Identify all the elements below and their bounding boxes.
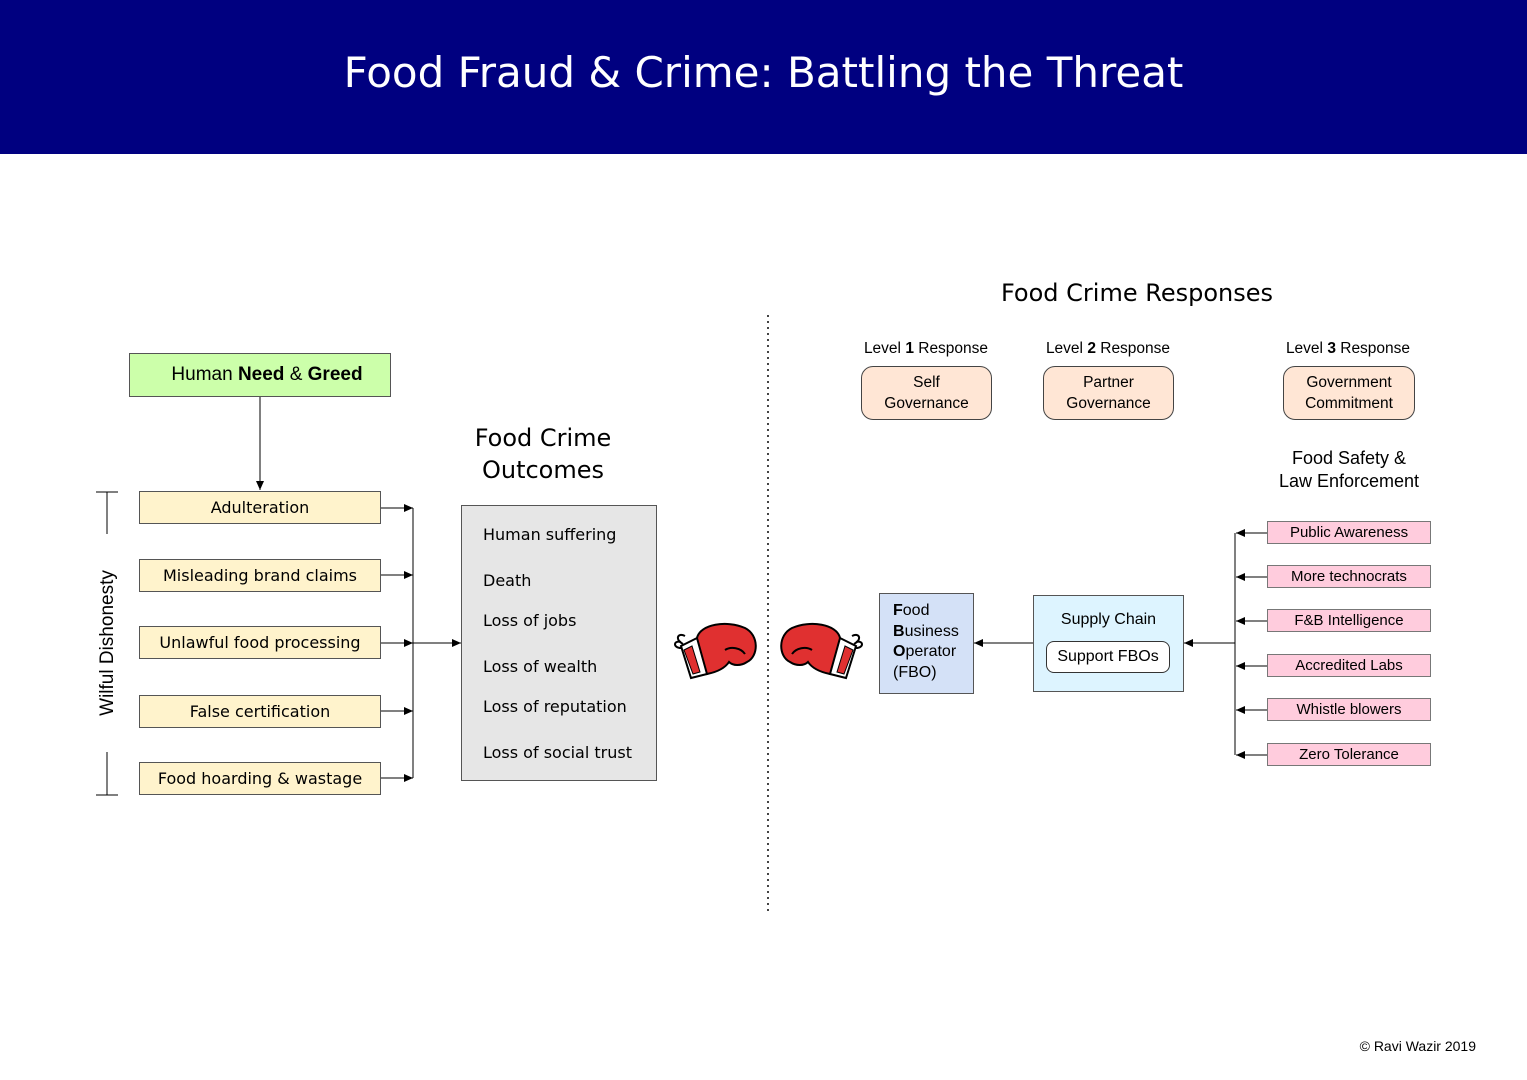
enforcement-line2: Law Enforcement	[1278, 471, 1420, 491]
level-1-post: Response	[913, 340, 989, 357]
partner-governance-line1: Partner	[1083, 374, 1134, 391]
fbo-line3: Operator	[893, 642, 973, 663]
fbo-line1: Food	[893, 601, 973, 622]
level-1-num: 1	[905, 340, 914, 357]
outcomes-title-line1: Food Crime	[474, 424, 612, 452]
level-3-pre: Level	[1285, 340, 1328, 357]
partner-governance-box: Partner Governance	[1043, 366, 1174, 420]
government-commitment-box: Government Commitment	[1283, 366, 1415, 420]
copyright: © Ravi Wazir 2019	[1359, 1038, 1476, 1054]
response-whistle-blowers: Whistle blowers	[1267, 698, 1431, 721]
outcome-item: Human suffering	[483, 525, 617, 544]
level-1-label: Level 1 Response	[846, 340, 1006, 358]
cause-unlawful-food-processing: Unlawful food processing	[139, 626, 381, 659]
root-amp: &	[284, 364, 308, 385]
enforcement-line1: Food Safety &	[1291, 448, 1407, 468]
level-3-post: Response	[1335, 340, 1411, 357]
outcome-item: Death	[483, 571, 532, 590]
partner-governance-line2: Governance	[1066, 395, 1151, 412]
supply-chain-box: Supply Chain Support FBOs	[1033, 595, 1184, 692]
response-more-technocrats: More technocrats	[1267, 565, 1431, 588]
header-banner: Food Fraud & Crime: Battling the Threat	[0, 0, 1527, 154]
fbo-l1-bold: F	[893, 602, 903, 619]
response-zero-tolerance: Zero Tolerance	[1267, 743, 1431, 766]
root-need: Need	[237, 364, 285, 385]
cause-misleading-brand-claims: Misleading brand claims	[139, 559, 381, 592]
supply-chain-title: Supply Chain	[1060, 611, 1157, 628]
fbo-l1-rest: ood	[902, 602, 930, 619]
cause-false-certification: False certification	[139, 695, 381, 728]
outcome-item: Loss of reputation	[483, 697, 627, 716]
level-2-pre: Level	[1045, 340, 1088, 357]
fbo-box: Food Business Operator (FBO)	[879, 593, 974, 694]
wilful-dishonesty-label: Wilful Dishonesty	[97, 570, 118, 716]
support-fbos-box: Support FBOs	[1046, 641, 1170, 673]
fbo-l3-rest: perator	[905, 643, 957, 660]
outcome-item: Loss of wealth	[483, 657, 598, 676]
outcomes-title: Food Crime Outcomes	[443, 422, 643, 486]
level-1-pre: Level	[863, 340, 906, 357]
outcome-item: Loss of jobs	[483, 611, 577, 630]
fbo-line4: (FBO)	[893, 663, 937, 681]
government-commitment-line1: Government	[1306, 374, 1392, 391]
root-need-greed-box: Human Need & Greed	[129, 353, 391, 397]
page-title: Food Fraud & Crime: Battling the Threat	[343, 48, 1184, 97]
responses-title: Food Crime Responses	[1000, 279, 1273, 307]
enforcement-label: Food Safety & Law Enforcement	[1258, 447, 1440, 493]
fbo-line2: Business	[893, 622, 973, 643]
level-2-num: 2	[1087, 340, 1096, 357]
response-accredited-labs: Accredited Labs	[1267, 654, 1431, 677]
fbo-l2-rest: usiness	[904, 622, 959, 640]
response-fb-intelligence: F&B Intelligence	[1267, 609, 1431, 632]
boxing-glove-right-icon	[780, 622, 863, 680]
outcome-item: Loss of social trust	[483, 743, 632, 762]
cause-adulteration: Adulteration	[139, 491, 381, 524]
cause-food-hoarding-wastage: Food hoarding & wastage	[139, 762, 381, 795]
outcomes-title-line2: Outcomes	[481, 456, 605, 484]
root-prefix: Human	[171, 364, 238, 385]
outcomes-box	[461, 505, 657, 781]
response-public-awareness: Public Awareness	[1267, 521, 1431, 544]
boxing-glove-left-icon	[674, 622, 757, 680]
level-2-label: Level 2 Response	[1028, 340, 1188, 358]
level-3-num: 3	[1327, 340, 1336, 357]
fbo-l2-bold: B	[893, 622, 905, 640]
fbo-l3-bold: O	[893, 643, 906, 660]
self-governance-line2: Governance	[884, 395, 969, 412]
level-3-label: Level 3 Response	[1268, 340, 1428, 358]
self-governance-box: Self Governance	[861, 366, 992, 420]
government-commitment-line2: Commitment	[1305, 395, 1393, 412]
level-2-post: Response	[1095, 340, 1171, 357]
self-governance-line1: Self	[913, 374, 940, 391]
root-greed: Greed	[307, 364, 363, 385]
